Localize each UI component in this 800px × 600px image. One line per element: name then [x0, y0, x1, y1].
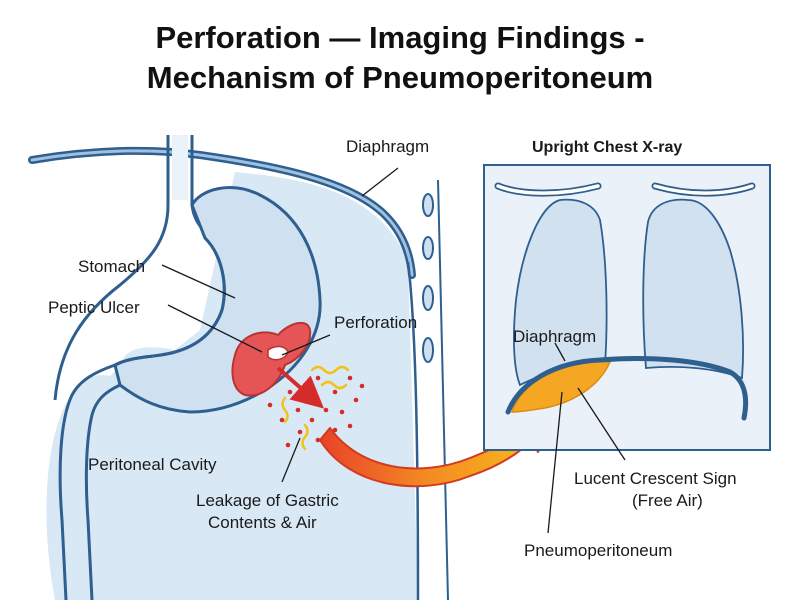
title-line-2: Mechanism of Pneumoperitoneum: [146, 60, 654, 95]
rib-oval-2: [422, 236, 434, 260]
label-stomach: Stomach: [78, 257, 145, 276]
diagram-title: Perforation — Imaging Findings - Mechani…: [0, 18, 800, 98]
label-lucent-line-2: (Free Air): [632, 491, 703, 510]
label-diaphragm-left: Diaphragm: [346, 137, 429, 156]
xray-title: Upright Chest X-ray: [532, 139, 682, 156]
label-lucent-line-1: Lucent Crescent Sign: [574, 469, 737, 488]
duodenum-loop: [58, 363, 116, 600]
esophagus-left-wall: [53, 135, 170, 401]
abdominal-wall: [406, 261, 420, 600]
leakage-arrow: [276, 366, 324, 409]
rib-oval-3: [422, 285, 434, 311]
label-peritoneal-cavity: Peritoneal Cavity: [88, 455, 217, 474]
leakage-squiggles: [281, 365, 350, 451]
duodenum-inner-wall: [84, 383, 121, 600]
label-perforation: Perforation: [334, 313, 417, 332]
xray-panel: Upright Chest X-ray Diaphragm Lucent Cre…: [483, 139, 771, 560]
abdominal-wall-outer: [437, 179, 449, 600]
rib-oval-4: [422, 337, 434, 363]
right-clavicle-inner: [653, 184, 754, 195]
stomach-inner-wall: [114, 236, 226, 367]
left-leader-lines: [161, 167, 399, 483]
left-lung: [642, 198, 744, 380]
label-pneumoperitoneum: Pneumoperitoneum: [524, 541, 672, 560]
leakage-dots: [267, 375, 365, 448]
label-diaphragm-xray: Diaphragm: [513, 327, 596, 346]
left-clavicle-inner: [496, 184, 600, 195]
title-line-1: Perforation — Imaging Findings -: [155, 20, 645, 55]
abdomen-illustration: Diaphragm Stomach Peptic Ulcer Perforati…: [28, 135, 559, 600]
diaphragm-band-inner: [30, 149, 414, 277]
label-peptic-ulcer: Peptic Ulcer: [48, 298, 140, 317]
rib-oval-1: [422, 193, 434, 217]
label-leakage-line-2: Contents & Air: [208, 513, 317, 532]
xray-diaphragm: [505, 356, 749, 421]
label-leakage-line-1: Leakage of Gastric: [196, 491, 339, 510]
esophagus-lumen: [172, 135, 188, 200]
xray-leader-lines: [547, 342, 626, 534]
